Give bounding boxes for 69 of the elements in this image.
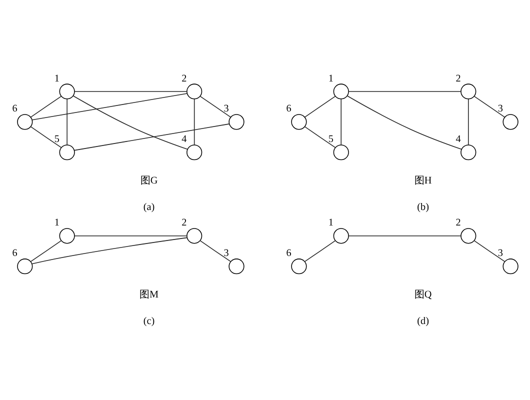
connector — [32, 93, 188, 120]
label: 图G — [140, 176, 158, 187]
node-label: 3 — [224, 248, 229, 260]
connector — [348, 91, 462, 92]
node-circle — [17, 114, 33, 130]
node-circle — [228, 114, 244, 130]
node-circle — [502, 258, 518, 274]
connector — [304, 126, 336, 148]
node-label: 4 — [456, 134, 461, 146]
node-label: 1 — [54, 73, 60, 84]
node-label: 2 — [456, 73, 461, 84]
label: (d) — [417, 316, 430, 328]
node-circle — [460, 84, 476, 100]
node-label: 3 — [498, 248, 503, 260]
node-circle — [291, 258, 307, 274]
node-circle — [333, 84, 349, 100]
label: 图M — [140, 290, 159, 301]
node-circle — [186, 144, 202, 160]
connector — [74, 91, 188, 92]
connector — [468, 98, 469, 146]
label: 图Q — [414, 290, 432, 301]
node-label: 6 — [12, 104, 18, 115]
node-circle — [17, 258, 33, 274]
node-label: 4 — [182, 134, 187, 146]
node-label: 5 — [54, 134, 60, 146]
label: (c) — [143, 316, 155, 328]
node-circle — [59, 84, 75, 100]
node-label: 2 — [182, 218, 187, 229]
node-label: 3 — [224, 104, 229, 115]
label: (b) — [417, 202, 430, 214]
node-label: 6 — [286, 248, 292, 260]
connector — [304, 96, 336, 118]
connector — [30, 240, 62, 262]
connector — [347, 96, 462, 150]
node-label: 5 — [328, 134, 334, 146]
node-circle — [59, 228, 75, 244]
connector — [66, 98, 68, 146]
connector — [194, 98, 195, 146]
connector — [474, 240, 506, 262]
label: 图H — [414, 176, 432, 187]
label: (a) — [143, 202, 155, 214]
node-circle — [333, 144, 349, 160]
node-circle — [59, 144, 75, 160]
node-label: 1 — [54, 218, 60, 229]
connector — [73, 96, 188, 150]
node-label: 1 — [328, 73, 334, 84]
node-circle — [460, 228, 476, 244]
connector — [30, 96, 62, 118]
node-label: 6 — [286, 104, 292, 115]
node-circle — [186, 84, 202, 100]
node-label: 3 — [498, 104, 503, 115]
node-label: 2 — [182, 73, 187, 84]
connector — [30, 126, 62, 148]
node-label: 6 — [12, 248, 18, 260]
node-circle — [460, 144, 476, 160]
node-label: 2 — [456, 218, 461, 229]
connector — [74, 124, 230, 151]
node-circle — [228, 258, 244, 274]
node-circle — [291, 114, 307, 130]
node-circle — [502, 114, 518, 130]
connector — [200, 96, 232, 118]
node-circle — [333, 228, 349, 244]
node-circle — [186, 228, 202, 244]
connector — [474, 96, 506, 118]
connector — [340, 98, 342, 146]
connector — [32, 237, 188, 264]
node-label: 1 — [328, 218, 334, 229]
connector — [304, 240, 336, 262]
connector — [200, 240, 232, 262]
